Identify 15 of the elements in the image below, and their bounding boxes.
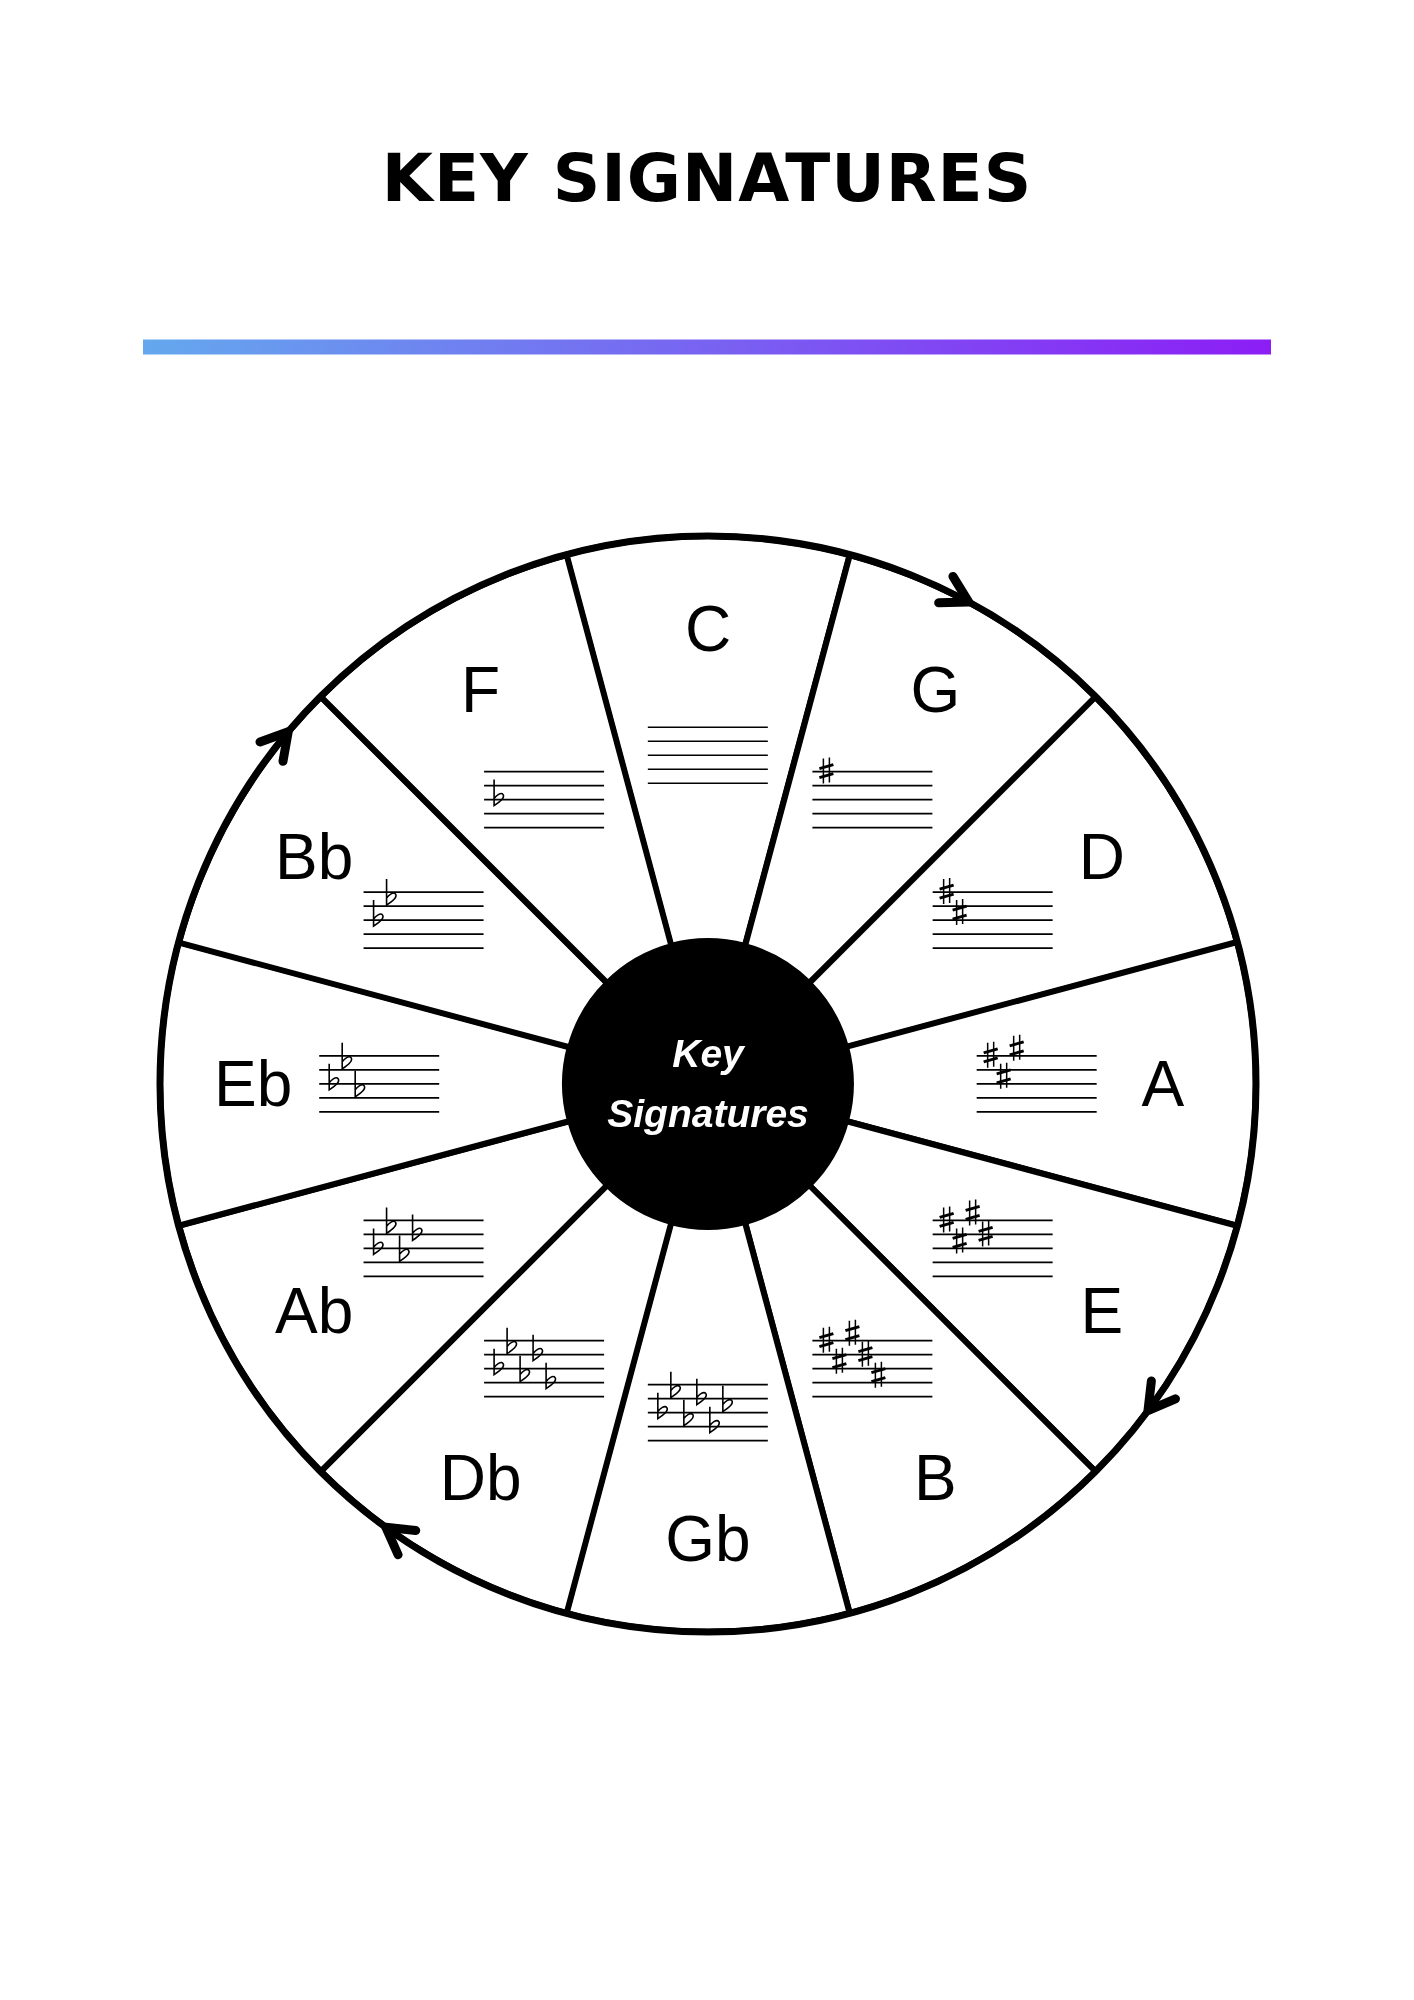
divider-bar [143, 339, 1271, 355]
key-name: G [910, 658, 961, 723]
key-name: Db [439, 1445, 522, 1510]
center-label: Key Signatures [606, 1030, 810, 1137]
key-name: F [461, 658, 501, 723]
key-name: E [1080, 1279, 1124, 1344]
key-name: Ab [274, 1279, 354, 1344]
title: KEY SIGNATURES [380, 140, 1034, 217]
key-name: Eb [214, 1052, 293, 1116]
key-name: C [684, 597, 732, 662]
key-name: B [914, 1445, 957, 1510]
key-name: Bb [274, 824, 354, 889]
key-name: Gb [665, 1506, 751, 1571]
key-name: A [1141, 1052, 1185, 1116]
key-name: D [1078, 824, 1125, 889]
